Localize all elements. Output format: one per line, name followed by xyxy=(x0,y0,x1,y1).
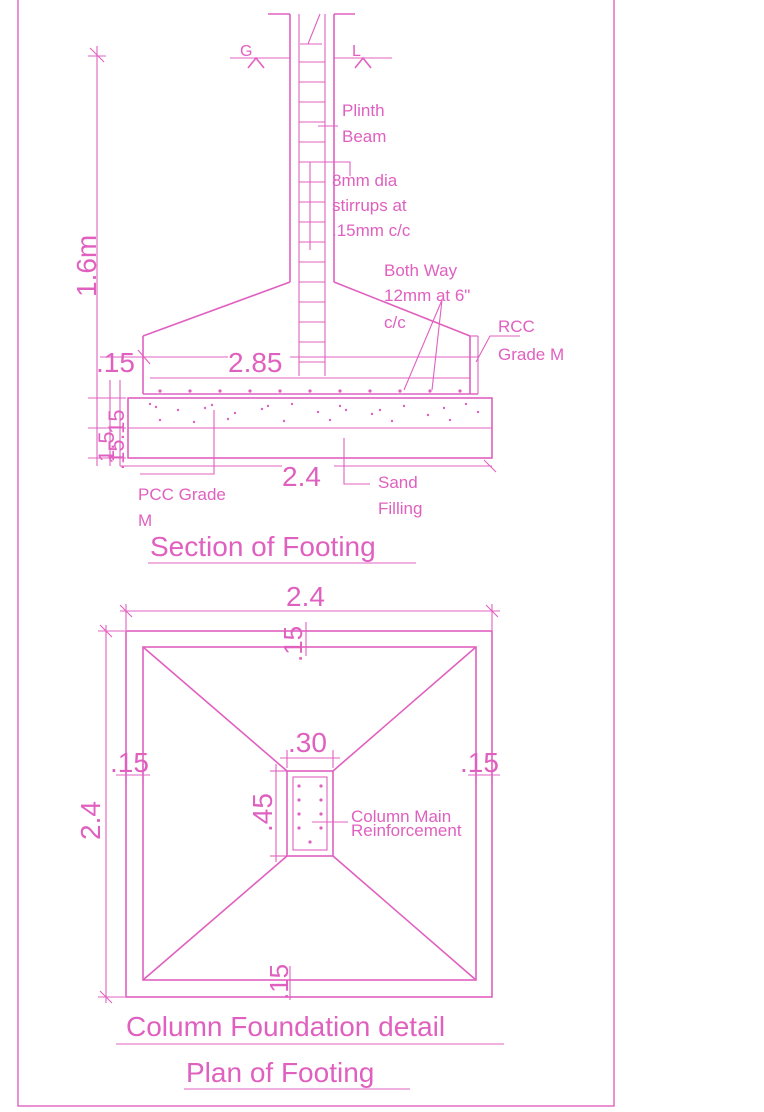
pcc-label-1: PCC Grade xyxy=(138,485,226,504)
bothway-label-2: 12mm at 6" xyxy=(384,286,470,305)
section-title: Section of Footing xyxy=(150,531,376,562)
plan-left-offset: .15 xyxy=(110,747,149,778)
plan-column-width: .30 xyxy=(288,727,327,758)
plan-column-depth: .45 xyxy=(247,793,278,832)
plan-subtitle: Plan of Footing xyxy=(186,1057,374,1088)
ground-label: G xyxy=(240,43,252,60)
concrete-hatch xyxy=(148,402,480,424)
plan-top-offset: .15 xyxy=(278,626,308,662)
rebar-dots xyxy=(158,389,462,393)
stirrups xyxy=(299,61,325,363)
plan-title: Column Foundation detail xyxy=(126,1011,445,1042)
plinth-label-2: Beam xyxy=(342,127,386,146)
plinth-label-1: Plinth xyxy=(342,101,385,120)
drawing-frame xyxy=(17,0,615,1107)
sand-label-2: Filling xyxy=(378,499,422,518)
plan-column xyxy=(286,770,334,857)
bothway-label-1: Both Way xyxy=(384,261,458,280)
pcc-label-2: M xyxy=(138,511,152,530)
thickness-dim: .15 xyxy=(104,409,129,440)
stirrup-label-3: .15mm c/c xyxy=(332,221,411,240)
column-label-1: Column Main xyxy=(351,807,451,826)
width-285-dim: 2.85 xyxy=(228,347,283,378)
bothway-label-3: c/c xyxy=(384,313,406,332)
sand-label-1: Sand xyxy=(378,473,418,492)
stirrup-label-1: 8mm dia xyxy=(332,171,398,190)
plan-right-offset: .15 xyxy=(460,747,499,778)
stirrup-label-2: stirrups at xyxy=(332,196,407,215)
height-dim: 1.6m xyxy=(71,235,102,297)
plan-top-width: 2.4 xyxy=(286,581,325,612)
rcc-label-1: RCC xyxy=(498,317,535,336)
offset-dim: .15 xyxy=(96,347,135,378)
rcc-label-2: Grade M xyxy=(498,345,564,364)
level-label: L xyxy=(352,43,361,60)
width-24-dim: 2.4 xyxy=(282,461,321,492)
bottom-left-dim: 1.5 xyxy=(94,431,119,462)
plan-left-height: 2.4 xyxy=(75,801,106,840)
plan-bottom-offset: .15 xyxy=(264,964,294,1000)
section-drawing xyxy=(88,13,520,564)
plan-drawing xyxy=(98,604,504,1090)
column-label-2: Reinforcement xyxy=(351,821,462,840)
thickness-dim-2: .15 xyxy=(104,439,129,470)
